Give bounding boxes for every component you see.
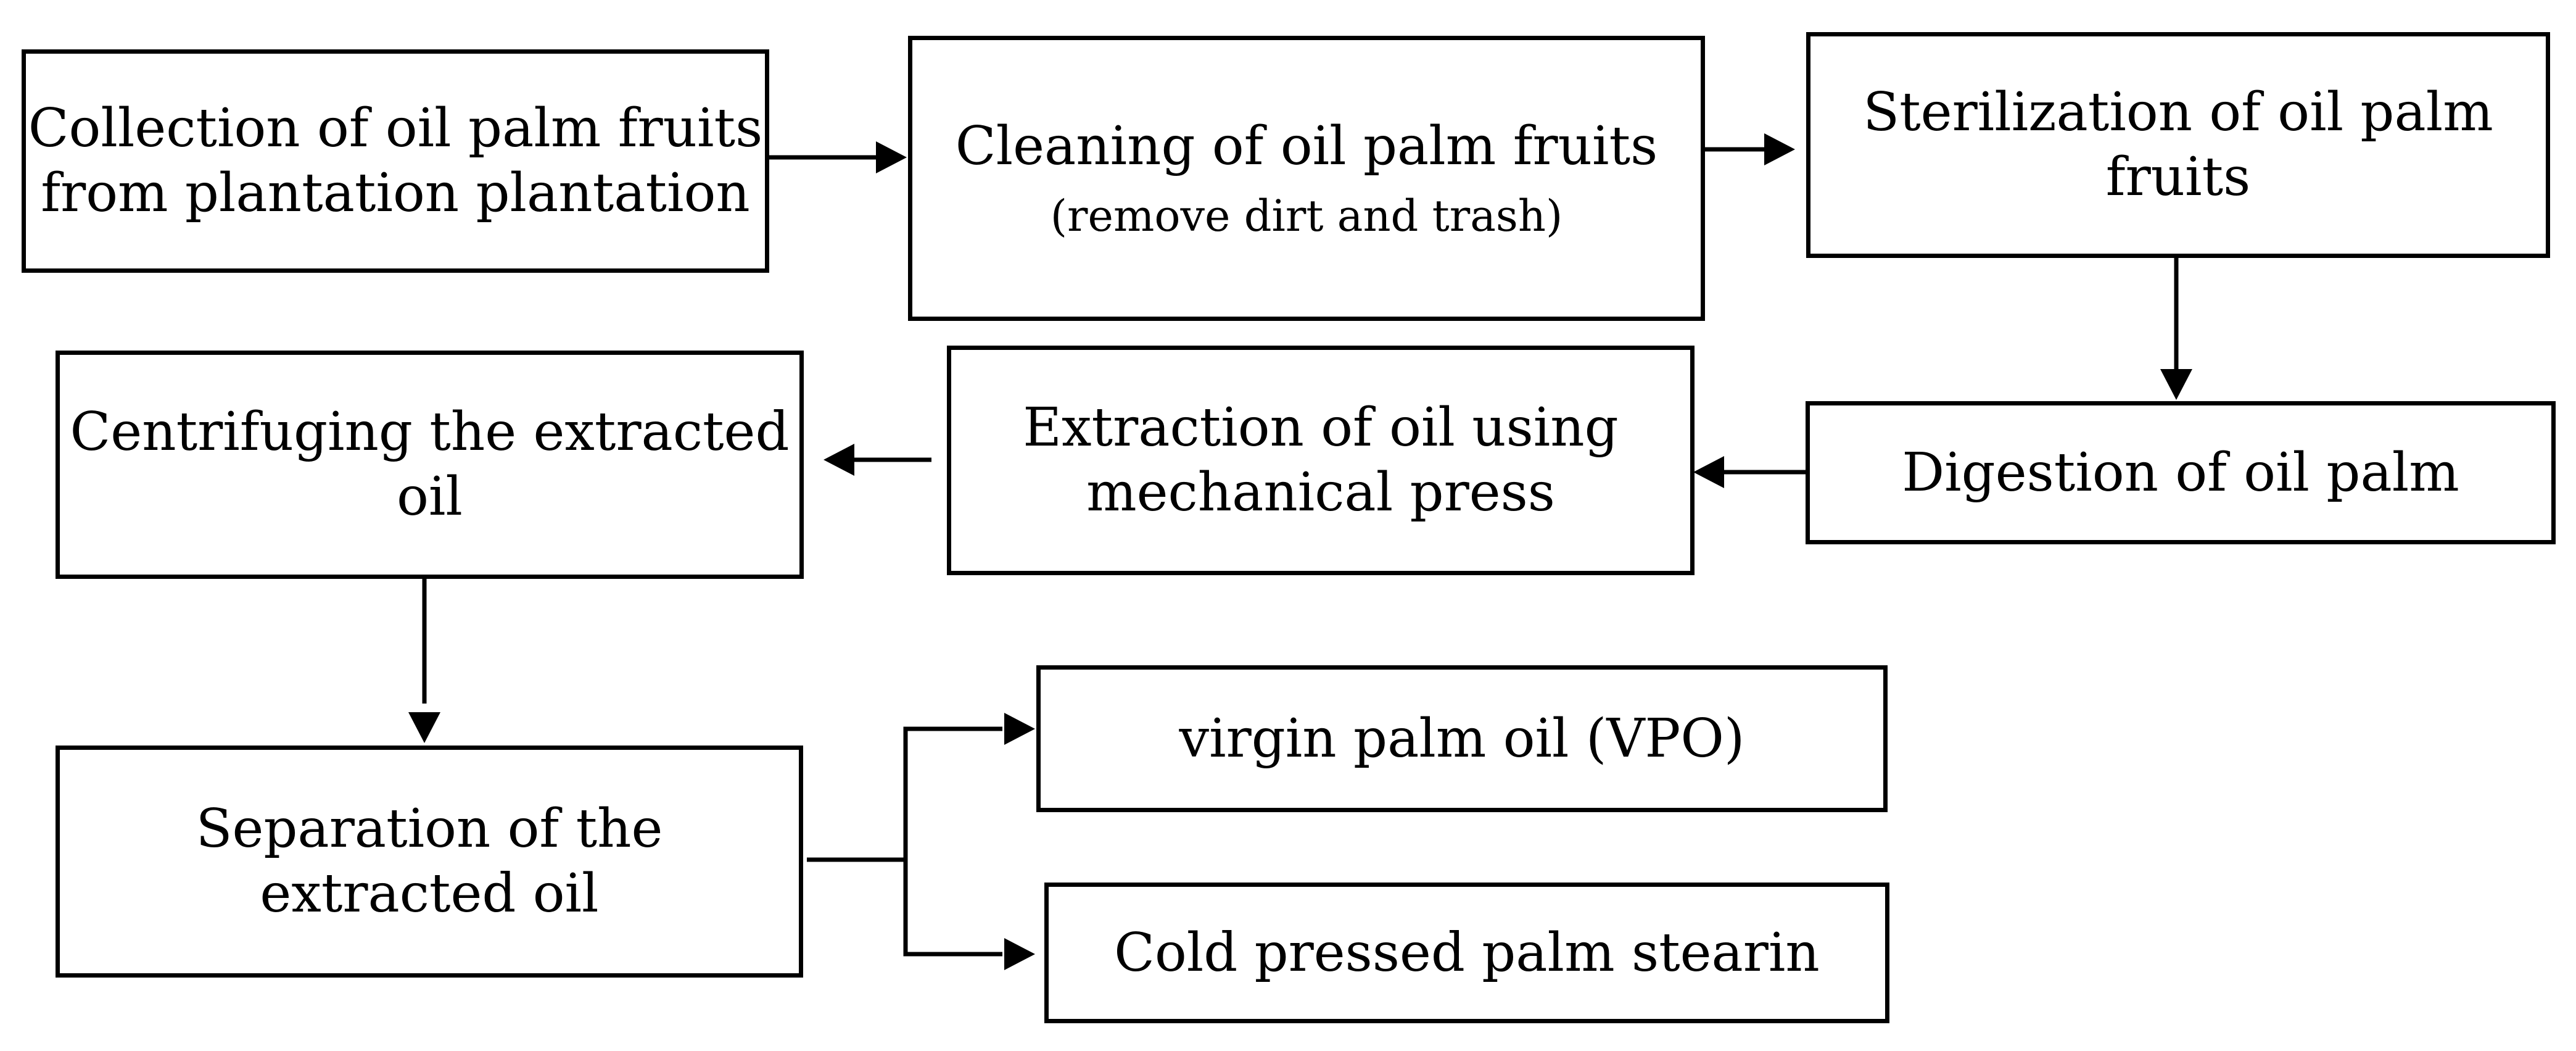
step-cleaning: Cleaning of oil palm fruits (remove dirt… [908,36,1705,321]
step-digestion-line-1: Digestion of oil palm [1902,441,2459,504]
arrowhead-vpo [1004,713,1035,745]
branch-connector [807,726,1002,862]
step-separation-line-1: Separation of the [196,798,663,860]
product-stearin-line-1: Cold pressed palm stearin [1114,921,1820,984]
step-sterilization-line-2: fruits [2105,146,2251,208]
arrowhead-extraction [1693,456,1724,488]
arrowhead-centrifuging [824,444,854,476]
arrowhead-separation [408,712,440,743]
step-extraction-line-1: Extraction of oil using [1023,397,1619,459]
step-centrifuging-line-1: Centrifuging the extracted [70,401,790,463]
step-extraction-line-2: mechanical press [1086,462,1555,523]
arrowhead-digestion [2160,369,2192,400]
step-collection: Collection of oil palm fruits from plant… [22,49,769,273]
step-centrifuging: Centrifuging the extracted oil [56,351,804,579]
step-collection-line-2: from plantation plantation [41,162,750,224]
step-sterilization-line-1: Sterilization of oil palm [1863,81,2493,144]
step-collection-line-1: Collection of oil palm fruits [28,98,763,160]
step-digestion: Digestion of oil palm [1806,401,2556,544]
product-vpo-line-1: virgin palm oil (VPO) [1179,707,1745,770]
step-separation: Separation of the extracted oil [56,746,803,978]
arrowhead-cleaning [876,141,907,173]
step-centrifuging-line-2: oil [397,466,463,528]
step-cleaning-note: (remove dirt and trash) [1050,190,1563,241]
product-vpo: virgin palm oil (VPO) [1036,665,1888,812]
step-separation-line-2: extracted oil [260,863,599,924]
branch-connector-lower [903,860,1002,957]
arrowhead-stearin [1004,938,1035,970]
arrowhead-sterilization [1764,133,1795,165]
step-sterilization: Sterilization of oil palm fruits [1806,32,2550,258]
product-stearin: Cold pressed palm stearin [1044,883,1889,1023]
step-extraction: Extraction of oil using mechanical press [947,346,1695,575]
step-cleaning-line-1: Cleaning of oil palm fruits [955,115,1658,177]
